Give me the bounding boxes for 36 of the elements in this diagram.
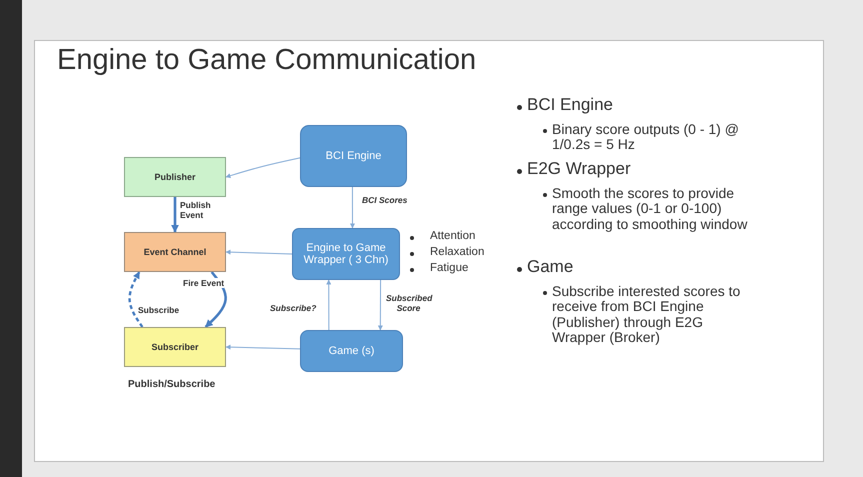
list-item: Subscribe interested scores to receive from BCI Engine (Publisher) through E2G Wrapper (Broker) [552, 284, 742, 346]
channel-item: Fatigue [430, 262, 468, 274]
subscriber-box [124, 327, 226, 367]
edge-label: BCI Scores [362, 195, 408, 206]
event-channel-box [124, 232, 226, 272]
node-label: Engine to Game Wrapper ( 3 Chn) [302, 242, 390, 266]
edge-label: Fire Event [183, 278, 224, 288]
edge-label: Subscribe? [270, 303, 316, 314]
edge-label: Subscribed Score [386, 293, 431, 314]
node-label: Game (s) [328, 345, 374, 357]
node-label: Subscriber [151, 342, 199, 352]
arrow [226, 250, 292, 255]
channel-item: Attention [430, 230, 476, 242]
arrow [378, 280, 383, 330]
wrapper-box [292, 228, 400, 280]
node-label: BCI Engine [326, 150, 382, 162]
node-label: Event Channel [144, 247, 206, 257]
engine-box [300, 125, 407, 187]
list-heading: E2G Wrapper [527, 160, 631, 179]
game-box [300, 330, 403, 372]
node-label: Publisher [154, 172, 196, 182]
arrow [128, 271, 144, 328]
arrow [226, 344, 300, 350]
channel-item: Relaxation [430, 246, 484, 258]
arrow [171, 197, 179, 233]
arrow [350, 186, 355, 228]
list-heading: Game [527, 258, 574, 277]
diagram-caption: Publish/Subscribe [128, 379, 216, 390]
list-item: Binary score outputs (0 - 1) @ 1/0.2s = 5 Hz [552, 122, 740, 153]
slide-title: Engine to Game Communication [57, 44, 476, 77]
arrow [326, 280, 332, 330]
edge-label: Subscribe [138, 305, 180, 316]
list-item: Smooth the scores to provide range values (0-1 or 0-100) according to smoothing window [552, 186, 748, 232]
list-heading: BCI Engine [527, 96, 613, 115]
publisher-box [124, 157, 226, 197]
arrow [226, 157, 300, 178]
